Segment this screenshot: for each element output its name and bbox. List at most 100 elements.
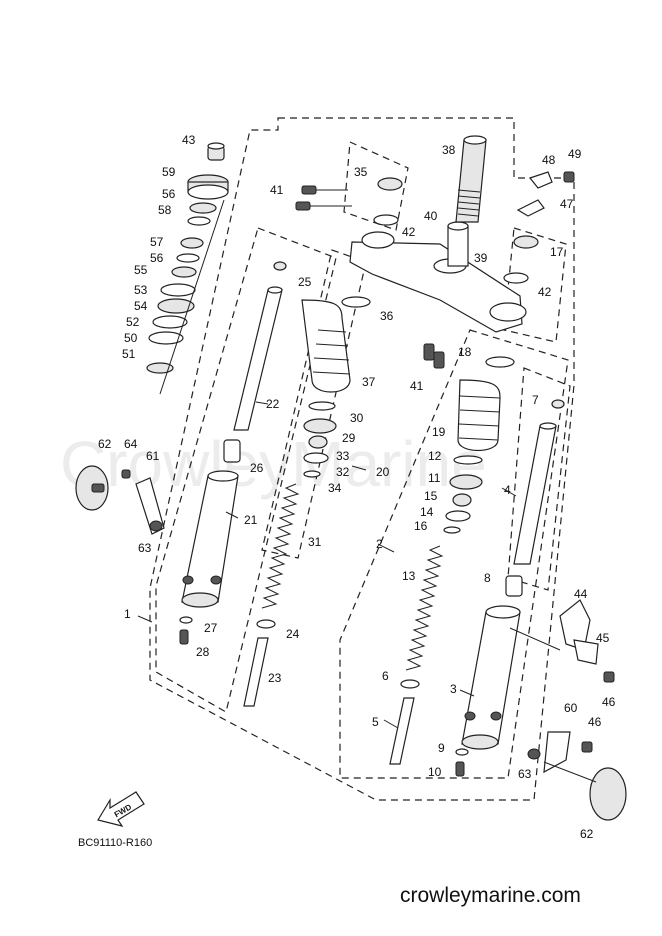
part-62-reflector-right: [589, 767, 627, 821]
bearing-stack: [146, 142, 229, 395]
part-22-top: [267, 286, 283, 294]
part-46-bolt-a: [603, 671, 615, 683]
part-38-top: [463, 135, 487, 145]
part-57-ring: [180, 237, 204, 249]
fwd-arrow: FWD: [97, 791, 145, 827]
part-32-ring: [303, 452, 329, 464]
label-1: 1: [124, 607, 131, 621]
part-33-washer: [308, 435, 328, 449]
label-45: 45: [596, 631, 610, 645]
part-62-leader: [543, 761, 597, 783]
label-53: 53: [134, 283, 148, 297]
leader-20: [351, 465, 367, 471]
part-55-nut: [171, 266, 197, 278]
part-4-top: [539, 422, 557, 430]
outline-right-inner: [507, 367, 571, 591]
label-26: 26: [250, 461, 264, 475]
label-40: 40: [424, 209, 438, 223]
label-56a: 56: [162, 187, 176, 201]
leader-21: [225, 511, 239, 519]
part-50-seal: [148, 331, 184, 345]
part-43-top: [207, 142, 225, 150]
part-15-washer: [452, 493, 472, 507]
part-25-spring-top: [273, 261, 287, 271]
part-42-ring-left: [373, 214, 399, 226]
label-44: 44: [574, 587, 588, 601]
part-61-bracket: [135, 477, 165, 535]
right-fork-leg: [389, 356, 627, 821]
label-58: 58: [158, 203, 172, 217]
label-63a: 63: [138, 541, 152, 555]
part-18-clamp: [485, 356, 515, 368]
label-30: 30: [350, 411, 364, 425]
part-labels: 1 2 3 4 5 6 7 8 9 10 11 12 13 14 15 16 1…: [98, 133, 616, 841]
label-62a: 62: [98, 437, 112, 451]
part-16-clip: [443, 526, 461, 534]
part-12-clip: [453, 455, 483, 465]
part-63-nut-left: [149, 520, 163, 532]
part-41-bolt-b: [295, 201, 311, 211]
label-3: 3: [450, 682, 457, 696]
part-40-stem: [447, 225, 469, 267]
part-36-clamp: [341, 296, 371, 308]
part-41-bolt-c: [423, 343, 435, 361]
label-41b: 41: [410, 379, 424, 393]
part-8-spacer: [505, 575, 523, 597]
part-28-bolt: [179, 629, 189, 645]
label-59: 59: [162, 165, 176, 179]
label-28: 28: [196, 645, 210, 659]
label-16: 16: [414, 519, 428, 533]
part-7-spring-top: [551, 399, 565, 409]
part-58-nut: [187, 216, 211, 226]
part-21-axle-left: [182, 575, 194, 585]
label-11: 11: [428, 471, 441, 485]
part-31-spring: [261, 483, 300, 609]
label-6: 6: [382, 669, 389, 683]
label-25: 25: [298, 275, 312, 289]
part-3-top: [485, 605, 521, 619]
part-56-washer-b: [176, 253, 200, 263]
part-51-bearing: [146, 362, 174, 374]
part-39-left-clamp: [361, 231, 395, 249]
label-24: 24: [286, 627, 300, 641]
label-41a: 41: [270, 183, 284, 197]
leader-22: [255, 401, 269, 405]
label-2: 2: [376, 537, 383, 551]
part-44-leader: [509, 627, 561, 651]
part-14-ring: [445, 510, 471, 522]
part-46-bolt-b: [581, 741, 593, 753]
part-59-bottom: [187, 184, 229, 200]
part-35-cap: [377, 177, 403, 191]
part-62-bolt: [91, 483, 105, 493]
label-47: 47: [560, 197, 574, 211]
label-38: 38: [442, 143, 456, 157]
label-57: 57: [150, 235, 164, 249]
part-23-damper-rod: [243, 637, 269, 707]
left-fork-leg: [75, 261, 371, 707]
label-37: 37: [362, 375, 376, 389]
part-6-seat: [400, 679, 420, 689]
label-13: 13: [402, 569, 416, 583]
label-63b: 63: [518, 767, 532, 781]
part-17-cap: [513, 235, 539, 249]
label-56b: 56: [150, 251, 164, 265]
label-14: 14: [420, 505, 434, 519]
outline-left-fork: [155, 227, 337, 713]
label-39: 39: [474, 251, 488, 265]
part-47-guide: [516, 199, 545, 217]
part-10-bolt: [455, 761, 465, 777]
part-56-washer-a: [189, 202, 217, 214]
part-3-axle-right: [490, 711, 502, 721]
label-52: 52: [126, 315, 140, 329]
part-53-race: [160, 283, 196, 297]
leader-1: [137, 615, 153, 623]
label-64: 64: [124, 437, 138, 451]
part-29-seal: [303, 418, 337, 434]
label-22: 22: [266, 397, 280, 411]
label-9: 9: [438, 741, 445, 755]
label-60: 60: [564, 701, 578, 715]
label-48: 48: [542, 153, 556, 167]
part-64-bolt: [121, 469, 131, 479]
label-27: 27: [204, 621, 218, 635]
bearing-axis-line: [159, 199, 225, 395]
